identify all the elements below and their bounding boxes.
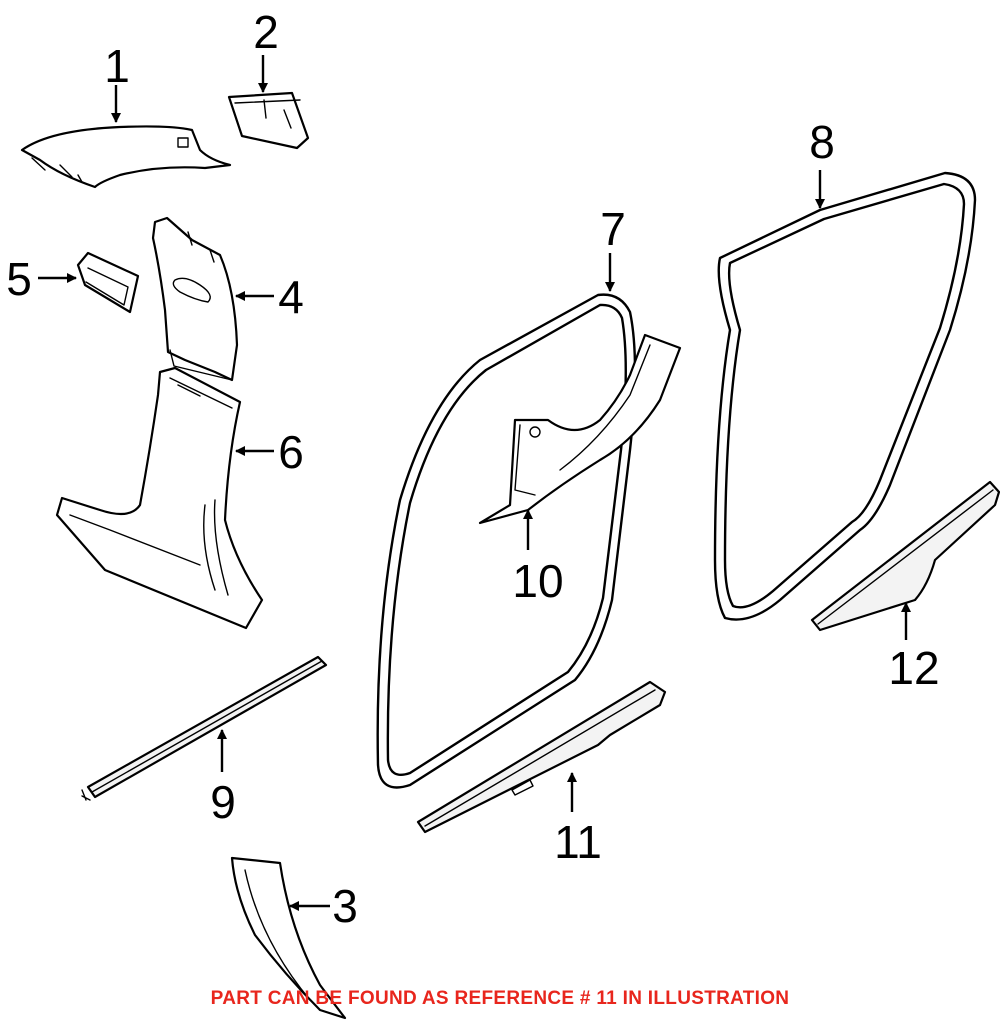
part-12-rear-sill-plate [810, 480, 1000, 632]
part-9-sill-strip [81, 655, 328, 801]
part-4-upper-pillar-trim [151, 216, 239, 382]
callout-11: 11 [554, 816, 602, 868]
reference-note: PART CAN BE FOUND AS REFERENCE # 11 IN I… [210, 988, 790, 1009]
callout-12: 12 [888, 642, 939, 694]
part-5-handle [76, 251, 140, 314]
part-10-trim [478, 333, 682, 525]
callout-1: 1 [104, 40, 130, 92]
callout-10: 10 [512, 555, 563, 607]
part-1-upper-trim [20, 125, 232, 189]
callout-2: 2 [253, 6, 279, 58]
part-3-kick-trim [230, 856, 347, 1020]
callout-4: 4 [278, 271, 304, 323]
part-2-bracket [227, 91, 310, 150]
callout-8: 8 [809, 116, 835, 168]
part-11-sill-plate [416, 680, 667, 834]
part-8-rear-door-seal [713, 171, 977, 621]
part-7-front-door-seal [376, 293, 637, 789]
callout-9: 9 [210, 776, 236, 828]
leader-arrows [38, 55, 911, 911]
part-6-pillar-trim [55, 366, 264, 630]
callout-labels: 1 2 3 4 5 6 7 8 9 10 11 12 [6, 6, 939, 932]
callout-7: 7 [600, 203, 626, 255]
callout-3: 3 [332, 880, 358, 932]
callout-6: 6 [278, 426, 304, 478]
callout-5: 5 [6, 253, 32, 305]
